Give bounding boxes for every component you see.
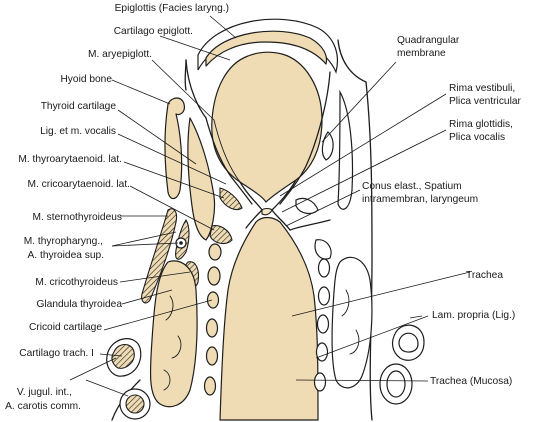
m-cricoarytaenoid-left xyxy=(209,225,233,245)
label-quadrangular: Quadrangular xyxy=(397,35,460,46)
aryepiglottic-fold-right xyxy=(279,71,331,205)
label-cricoid-cartilage: Cricoid cartilage xyxy=(29,322,102,333)
label-hyoid-bone: Hyoid bone xyxy=(60,74,112,85)
label-cartilago-epiglott: Cartilago epiglott. xyxy=(114,26,193,37)
epiglottis xyxy=(197,18,339,74)
thyroid-cartilage-right xyxy=(337,89,354,210)
trach-ring-right-1 xyxy=(317,258,331,278)
label-membrane: membrane xyxy=(397,48,446,59)
m-thyroarytaenoid-left xyxy=(219,187,243,211)
label-m-thyropharyng: M. thyropharyng., xyxy=(24,236,103,247)
label-lig-vocalis: Lig. et m. vocalis xyxy=(40,126,116,137)
trach-ring-left-1 xyxy=(205,318,219,338)
label-conus-elast: Conus elast., Spatium xyxy=(362,181,462,192)
thyroid-cartilage xyxy=(187,117,216,241)
label-rima-glottidis: Rima glottidis, xyxy=(449,119,513,130)
leader-lines-left xyxy=(69,15,237,397)
label-plica-vocalis: Plica vocalis xyxy=(449,132,505,143)
label-glandula-thyroidea: Glandula thyroidea xyxy=(36,299,122,310)
glottis xyxy=(239,179,297,231)
v-jugularis-right xyxy=(391,324,425,361)
cricoid-ring-left-1 xyxy=(208,243,222,261)
label-v-jugul: V. jugul. int., xyxy=(17,387,72,398)
label-epiglottis: Epiglottis (Facies laryng.) xyxy=(115,3,229,14)
label-m-cricoarytaenoid: M. cricoarytaenoid. lat. xyxy=(28,179,130,190)
glandula-thyroidea-left xyxy=(149,260,198,408)
cricoid-ring-left-3 xyxy=(206,291,220,309)
label-m-thyroarytaenoid: M. thyroarytaenoid. lat. xyxy=(18,154,122,165)
v-jugularis-left xyxy=(106,338,142,377)
hyoid-bone xyxy=(164,97,185,200)
m-thyroarytaenoid-right xyxy=(295,197,319,215)
trach-ring-right-2 xyxy=(317,286,331,306)
m-sternothyroideus-left xyxy=(141,208,178,304)
label-plica-ventricular: Plica ventricular xyxy=(449,96,522,107)
trach-ring-left-3 xyxy=(203,376,217,396)
labels-left: Epiglottis (Facies laryng.) Cartilago ep… xyxy=(5,3,229,412)
trach-ring-right-5 xyxy=(313,372,327,392)
leader-lines-right xyxy=(279,61,471,382)
laryngeal-vestibule xyxy=(211,51,323,203)
label-trachea-mucosa: Trachea (Mucosa) xyxy=(430,376,512,387)
label-a-thyroidea-sup: A. thyroidea sup. xyxy=(28,250,104,261)
conus-elasticus-right xyxy=(289,219,331,231)
label-spatium-intramembran: intramembran, laryngeum xyxy=(362,194,478,205)
trach-ring-left-2 xyxy=(205,346,219,366)
label-m-aryepiglott: M. aryepiglott. xyxy=(88,49,152,60)
label-a-carotis: A. carotis comm. xyxy=(5,401,81,412)
label-lam-propria: Lam. propria (Lig.) xyxy=(432,310,515,321)
label-rima-vestibuli: Rima vestibuli, xyxy=(449,83,515,94)
label-thyroid-cartilage: Thyroid cartilage xyxy=(41,101,117,112)
trachea-lumen xyxy=(219,216,319,421)
a-carotis-left xyxy=(119,388,151,420)
label-m-sternothyroideus: M. sternothyroideus xyxy=(33,212,122,223)
trach-ring-right-4 xyxy=(315,342,329,362)
label-cartilago-trach: Cartilago trach. I xyxy=(19,348,94,359)
cricoid-ring-left-2 xyxy=(207,266,221,286)
label-trachea: Trachea xyxy=(466,270,503,281)
a-carotis-right xyxy=(379,363,413,405)
a-thyroidea-sup xyxy=(175,237,187,249)
glandula-thyroidea-right xyxy=(331,256,373,389)
trach-ring-right-3 xyxy=(316,314,330,334)
labels-right: Quadrangular membrane Rima vestibuli, Pl… xyxy=(362,35,522,387)
label-m-cricothyroideus: M. cricothyroideus xyxy=(35,277,118,288)
aryepiglottic-fold-left xyxy=(205,117,253,205)
